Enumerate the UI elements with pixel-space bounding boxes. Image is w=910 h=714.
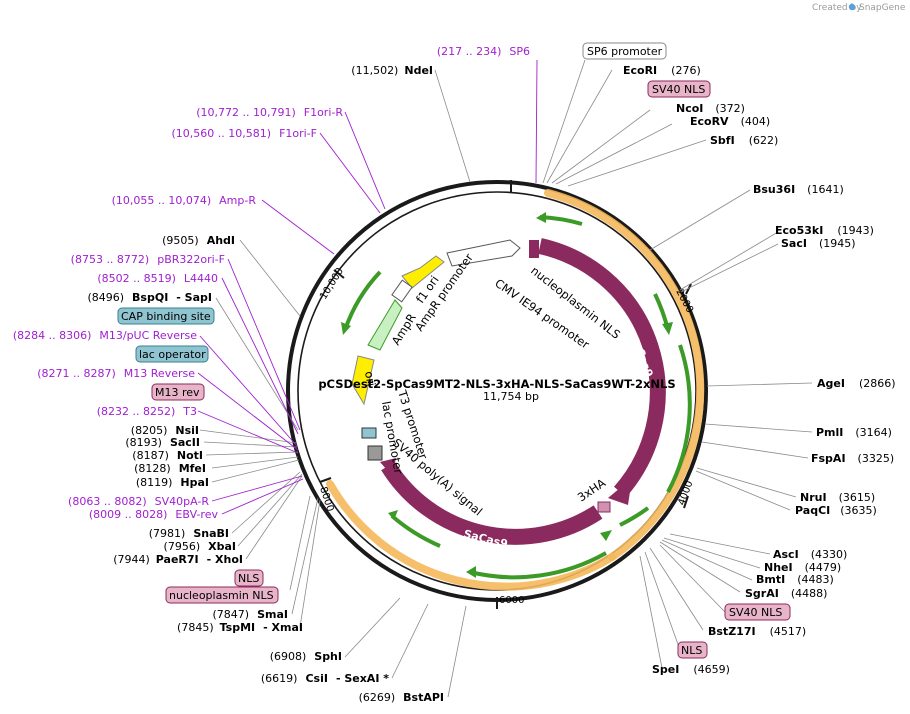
box-cap-binding-site-text: CAP binding site [121, 310, 211, 323]
ori-arrow [351, 355, 375, 406]
site-xbai: (7956)XbaI [164, 540, 236, 553]
site-labels: (11,502)NdeI EcoRI(276) NcoI(372) EcoRV(… [87, 64, 895, 704]
box-m13-rev-text: M13 rev [155, 386, 200, 399]
site-noti: (8187)NotI [132, 449, 203, 462]
site-ecori: EcoRI(276) [623, 64, 701, 77]
site-sgrai: SgrAI(4488) [745, 587, 827, 600]
box-nls-left-text: NLS [238, 572, 259, 585]
sv40-polya-marker [367, 445, 383, 461]
threexha-label: 3xHA [575, 476, 608, 505]
ampr-arrow [367, 299, 403, 351]
credit-brand: SnapGene [859, 3, 906, 13]
nls-marker-top [529, 240, 539, 258]
site-paer7i: (7944)PaeR7I- XhoI [113, 553, 243, 566]
box-lac-operator-text: lac operator [139, 348, 206, 361]
cmv-label: CMV IE94 promoter [492, 276, 592, 352]
site-sbfi: SbfI(622) [710, 134, 778, 147]
cmv-promoter-arrow [446, 239, 521, 267]
site-ndei: (11,502)NdeI [351, 64, 433, 77]
site-saci: SacI(1945) [781, 237, 856, 250]
site-bstapi: (6269)BstAPI [359, 691, 444, 704]
site-bmti: BmtI(4483) [756, 573, 834, 586]
plasmid-name: pCSDest2-SpCas9MT2-NLS-3xHA-NLS-SaCas9WT… [318, 377, 675, 391]
box-sp6-promoter [582, 42, 667, 60]
sacas9-arrowhead [380, 458, 396, 476]
snapgene-logo-icon [848, 3, 856, 11]
box-nls-left [234, 569, 264, 587]
site-nrui: NruI(3615) [800, 491, 875, 504]
primer-ebv-rev: (8009 .. 8028)EBV-rev [89, 508, 219, 521]
primer-labels: (217 .. 234)SP6 (10,772 .. 10,791)F1ori-… [13, 45, 530, 521]
ampr-promoter-arrow [391, 279, 413, 303]
primer-pbr322ori-f: (8753 .. 8772)pBR322ori-F [71, 253, 225, 266]
site-paqci: PaqCI(3635) [795, 504, 877, 517]
box-m13-rev [151, 383, 205, 401]
box-cap-binding-site [117, 307, 215, 325]
site-nhei: NheI(4479) [764, 561, 841, 574]
box-sp6-promoter-text: SP6 promoter [587, 45, 663, 58]
orange-arc-bottom [326, 480, 616, 591]
site-leader-lines [199, 59, 813, 698]
primer-f1ori-r: (10,772 .. 10,791)F1ori-R [196, 106, 343, 119]
box-sv40-nls-top-text: SV40 NLS [652, 83, 705, 96]
f1ori-arrow [401, 255, 445, 289]
primer-l4440: (8502 .. 8519)L4440 [97, 272, 218, 285]
primer-leader-lines [197, 59, 538, 515]
site-spei: SpeI(4659) [652, 663, 730, 676]
primer-f1ori-f: (10,560 .. 10,581)F1ori-F [172, 127, 318, 140]
site-snabi: (7981)SnaBI [149, 527, 229, 540]
site-ecorv: EcoRV(404) [690, 115, 770, 128]
snapgene-credit: Created by SnapGene [812, 3, 906, 13]
plasmid-size: 11,754 bp [483, 390, 539, 403]
primer-m13-puc-reverse: (8284 .. 8306)M13/pUC Reverse [13, 329, 197, 342]
site-nsii: (8205)NsiI [131, 424, 199, 437]
box-nls-bottom-text: NLS [681, 644, 702, 657]
primer-sp6: (217 .. 234)SP6 [437, 45, 530, 58]
site-bsu36i: Bsu36I(1641) [753, 183, 844, 196]
credit-text: Created by [812, 3, 862, 13]
sacas9-arc [381, 461, 603, 545]
primer-t3: (8232 .. 8252)T3 [97, 405, 197, 418]
box-sv40-nls-bottom-text: SV40 NLS [729, 606, 782, 619]
primer-sv40pa-r: (8063 .. 8082)SV40pA-R [68, 495, 209, 508]
cas9-arc [538, 238, 666, 498]
green-arrowheads [341, 212, 673, 578]
box-sv40-nls-top [647, 80, 711, 98]
site-hpai: (8119)HpaI [136, 476, 209, 489]
site-agei: AgeI(2866) [817, 377, 896, 390]
box-nucleoplasmin-nls-text: nucleoplasmin NLS [169, 589, 274, 602]
site-eco53ki: Eco53kI(1943) [775, 224, 874, 237]
site-mfei: (8128)MfeI [134, 462, 206, 475]
site-smai: (7847)SmaI [213, 608, 288, 621]
site-ncoi: NcoI(372) [676, 102, 745, 115]
boxed-labels: SP6 promoter SV40 NLS CAP binding site l… [117, 42, 791, 659]
box-nls-bottom [677, 641, 708, 659]
box-nucleoplasmin-nls [165, 586, 279, 604]
box-sv40-nls-bottom [724, 603, 791, 621]
ori-label: ori [362, 370, 378, 387]
primer-amp-r: (10,055 .. 10,074)Amp-R [112, 194, 257, 207]
site-ahdi: (9505)AhdI [162, 234, 235, 247]
tick-6000: 6000 [499, 595, 524, 606]
site-bspqi: (8496)BspQI- SapI [87, 291, 212, 304]
site-bstz17i: BstZ17I(4517) [708, 625, 806, 638]
site-csii: (6619)CsiI- SexAI * [261, 672, 389, 685]
site-sacii: (8193)SacII [125, 436, 200, 449]
tick-10000: 10,000 [318, 266, 346, 302]
cas9-arrowhead [608, 478, 632, 505]
primer-m13-reverse: (8271 .. 8287)M13 Reverse [37, 367, 195, 380]
threexha-marker [597, 501, 611, 513]
site-tspmi: (7845)TspMI- XmaI [177, 621, 303, 634]
site-sphi: (6908)SphI [270, 650, 342, 663]
site-pmli: PmlI(3164) [816, 426, 892, 439]
lac-marker [361, 427, 377, 439]
site-asci: AscI(4330) [773, 548, 847, 561]
orange-arc-right [544, 189, 705, 561]
ring-ticks [319, 180, 692, 609]
site-fspai: FspAI(3325) [811, 452, 894, 465]
box-lac-operator [135, 345, 209, 363]
